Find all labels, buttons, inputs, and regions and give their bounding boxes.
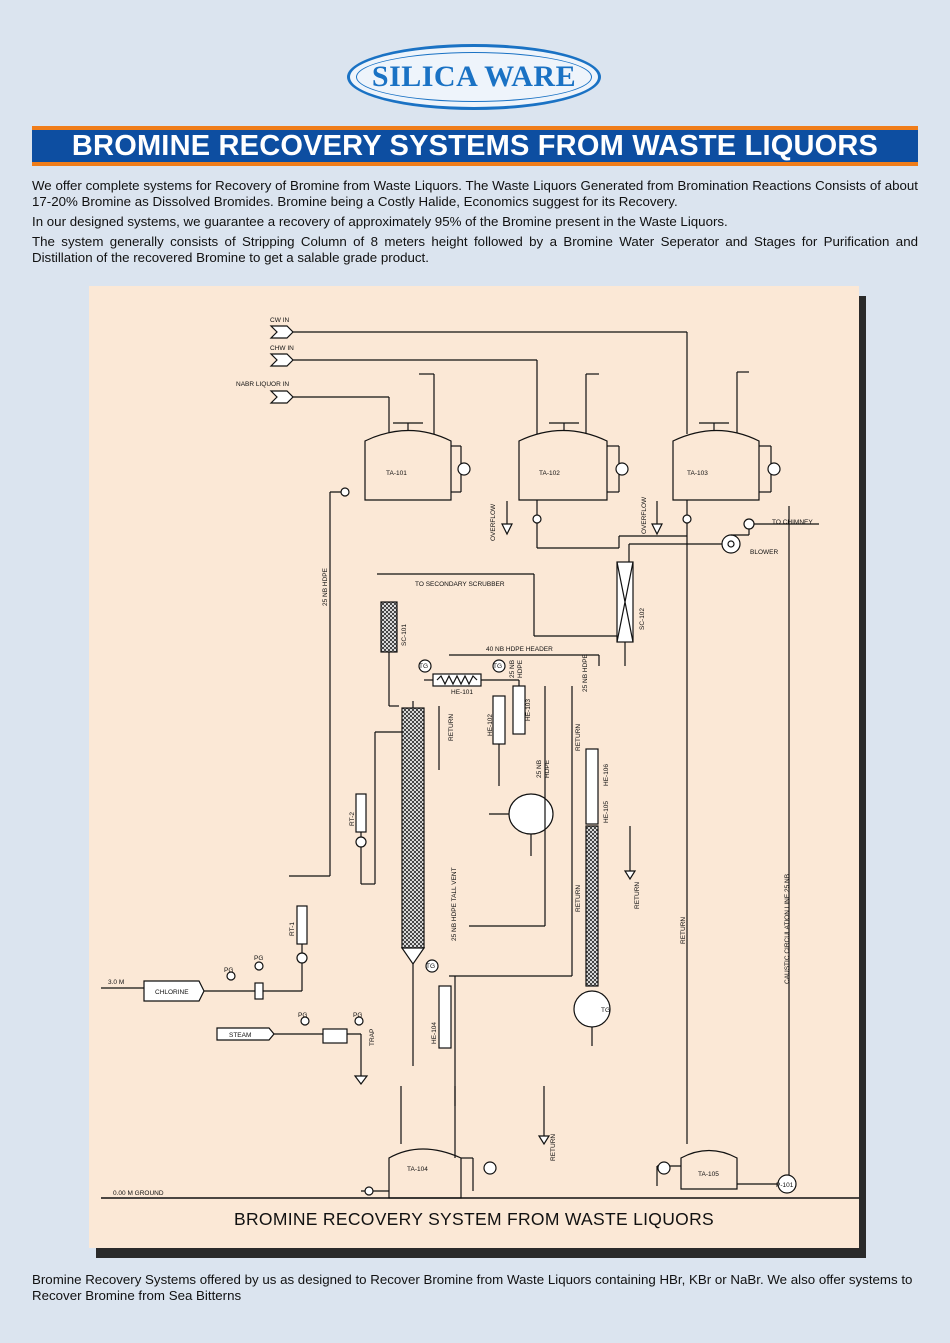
intro-paragraph-1: We offer complete systems for Recovery o…: [32, 178, 918, 209]
nb-25-label-1: 25 NB: [509, 660, 516, 678]
trap-label: TRAP: [369, 1029, 376, 1046]
hdpe-label-2: HDPE: [544, 759, 551, 778]
ta-104-tank: [388, 1148, 462, 1199]
nabr-in-label: NABR LIQUOR IN: [236, 381, 289, 388]
return-label-4: RETURN: [634, 882, 641, 909]
sc-102-label: SC-102: [639, 608, 646, 630]
nabr-inlet-arrow: [269, 390, 294, 404]
intro-paragraph-3: The system generally consists of Strippi…: [32, 234, 918, 265]
rt-2-label: RT-2: [349, 812, 356, 826]
secondary-scrubber-label: TO SECONDARY SCRUBBER: [415, 581, 505, 588]
chw-in-label: CHW IN: [270, 345, 294, 352]
pg-label-3: PG: [298, 1012, 307, 1019]
hdpe-label-1: HDPE: [517, 659, 524, 678]
sc-101-column: [380, 601, 398, 653]
tg-label-3: TG: [426, 963, 435, 970]
rt-2-rotameter: [355, 793, 367, 833]
blower-label: BLOWER: [750, 549, 778, 556]
pg-label-1: PG: [224, 967, 233, 974]
to-chimney-label: TO CHIMNEY: [772, 519, 813, 526]
he-101-label: HE-101: [451, 689, 473, 696]
ta-104-label: TA-104: [407, 1166, 428, 1173]
he-102-exchanger: [492, 695, 506, 745]
pg-label-2: PG: [254, 955, 263, 962]
rt-1-rotameter: [296, 905, 308, 945]
header-40nb-label: 40 NB HDPE HEADER: [486, 646, 553, 653]
ta-101-tank: [364, 429, 452, 501]
cw-inlet-arrow: [269, 325, 294, 339]
tg-label-1: TG: [419, 663, 428, 670]
sc-101-label: SC-101: [401, 624, 408, 646]
hdpe-25nb-label-1: 25 NB HDPE: [322, 567, 329, 606]
return-label-2: RETURN: [575, 724, 582, 751]
stripping-column: [401, 707, 425, 949]
ground-label: 0.00 M GROUND: [113, 1190, 164, 1197]
intro-text: We offer complete systems for Recovery o…: [32, 178, 918, 270]
company-logo: SILICA WARE: [347, 44, 601, 110]
hdpe-25nb-label-2: 25 NB HDPE: [582, 653, 589, 692]
ta-101-label: TA-101: [386, 470, 407, 477]
chlorine-line: [143, 980, 205, 1002]
process-flow-svg: CW IN CHW IN NABR LIQUOR IN TA-101 TA-10…: [101, 317, 859, 1199]
he-106-label: HE-106: [603, 764, 610, 786]
pg-label-4: PG: [353, 1012, 362, 1019]
ta-105-tank: [680, 1149, 738, 1190]
blower-symbol: [721, 534, 741, 554]
tall-vent-label: 25 NB HDPE TALL VENT: [451, 867, 458, 941]
tg-label-2: TG: [493, 663, 502, 670]
ta-105-label: TA-105: [698, 1171, 719, 1178]
process-diagram: CW IN CHW IN NABR LIQUOR IN TA-101 TA-10…: [89, 286, 859, 1248]
return-label-6: RETURN: [550, 1134, 557, 1161]
title-banner: BROMINE RECOVERY SYSTEMS FROM WASTE LIQU…: [32, 126, 918, 166]
overflow-label-1: OVERFLOW: [490, 503, 497, 541]
rt-1-label: RT-1: [289, 922, 296, 936]
level-3m-label: 3.0 M: [108, 979, 124, 986]
return-label-3: RETURN: [575, 885, 582, 912]
ta-102-label: TA-102: [539, 470, 560, 477]
he-103-label: HE-103: [525, 699, 532, 721]
diagram-caption: BROMINE RECOVERY SYSTEM FROM WASTE LIQUO…: [234, 1209, 714, 1229]
chw-inlet-arrow: [269, 353, 294, 367]
page-title: BROMINE RECOVERY SYSTEMS FROM WASTE LIQU…: [71, 129, 879, 162]
intro-paragraph-2: In our designed systems, we guarantee a …: [32, 214, 728, 229]
caustic-line-label: CAUSTIC CIRCULATION LINE 25 NB: [784, 874, 791, 984]
tg-label-4: TG: [601, 1007, 610, 1014]
distillation-column: [585, 825, 599, 987]
cw-in-label: CW IN: [270, 317, 289, 324]
steam-line: [216, 1027, 275, 1041]
footer-text: Bromine Recovery Systems offered by us a…: [32, 1272, 913, 1303]
he-106-exchanger: [585, 748, 599, 825]
return-label-5: RETURN: [680, 917, 687, 944]
he-103-exchanger: [512, 685, 526, 735]
nb-25-label-2: 25 NB: [536, 760, 543, 778]
return-label-1: RETURN: [448, 714, 455, 741]
he-105-label: HE-105: [603, 801, 610, 823]
logo-text: SILICA WARE: [371, 60, 577, 93]
ta-103-tank: [672, 429, 760, 501]
ta-102-tank: [518, 429, 608, 501]
bromine-water-separator: [508, 793, 554, 835]
steam-label: STEAM: [229, 1032, 251, 1039]
p-101-label: P-101: [776, 1182, 794, 1189]
chlorine-label: CHLORINE: [155, 989, 189, 996]
ta-103-label: TA-103: [687, 470, 708, 477]
he-102-label: HE-102: [487, 714, 494, 736]
he-104-exchanger: [438, 985, 452, 1049]
overflow-label-2: OVERFLOW: [641, 496, 648, 534]
he-104-label: HE-104: [431, 1022, 438, 1044]
